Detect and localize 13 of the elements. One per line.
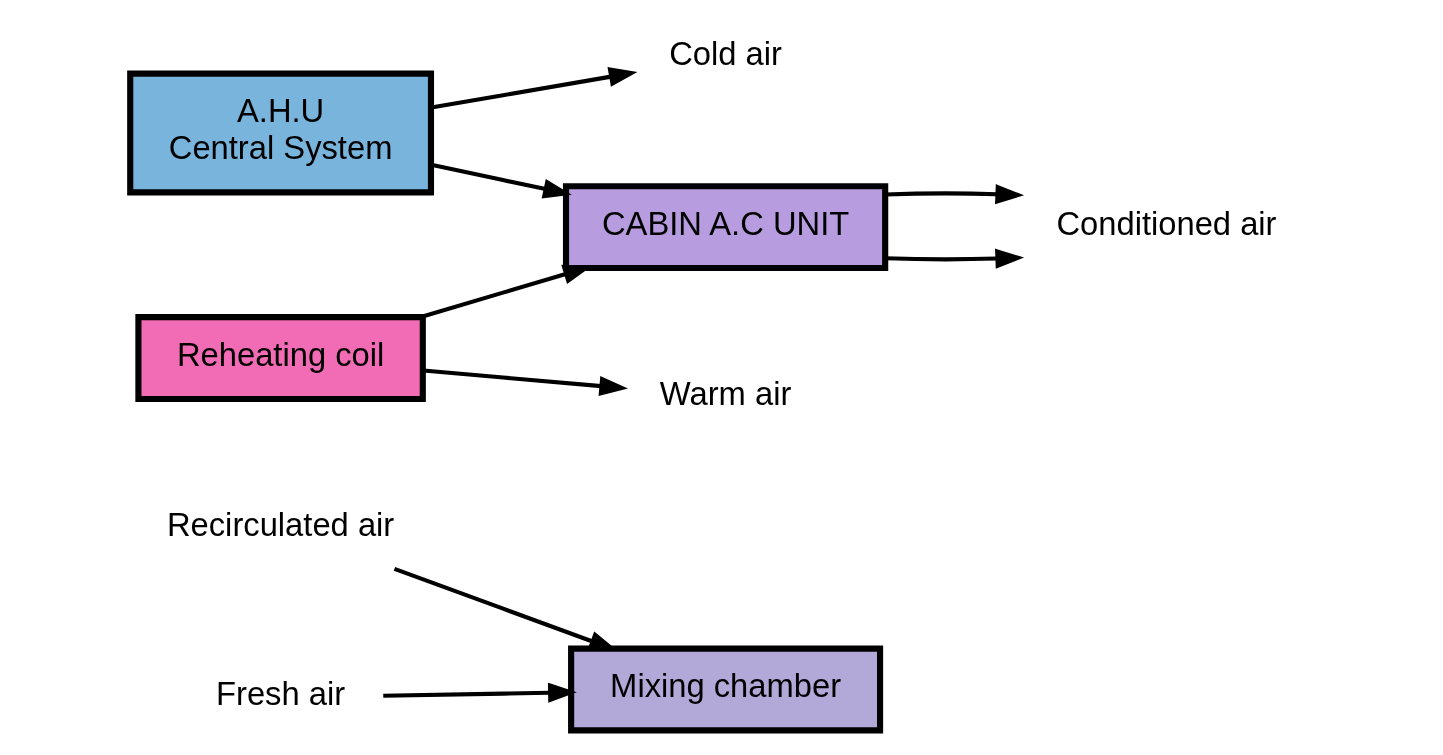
node-text: Warm air [659,374,792,412]
node-text: Fresh air [216,675,346,713]
node-box: CABIN A.C UNIT [562,183,889,272]
node-text: Conditioned air [1056,204,1277,242]
arrow [885,248,1025,269]
node-box: Reheating coil [135,314,426,403]
arrow [885,184,1025,205]
node-box: Mixing chamber [568,645,884,734]
node-text: Cold air [669,35,782,73]
arrow [423,368,628,396]
node-text: Recirculated air [166,505,395,543]
node-box: A.H.U Central System [127,70,435,196]
arrow [383,682,577,703]
